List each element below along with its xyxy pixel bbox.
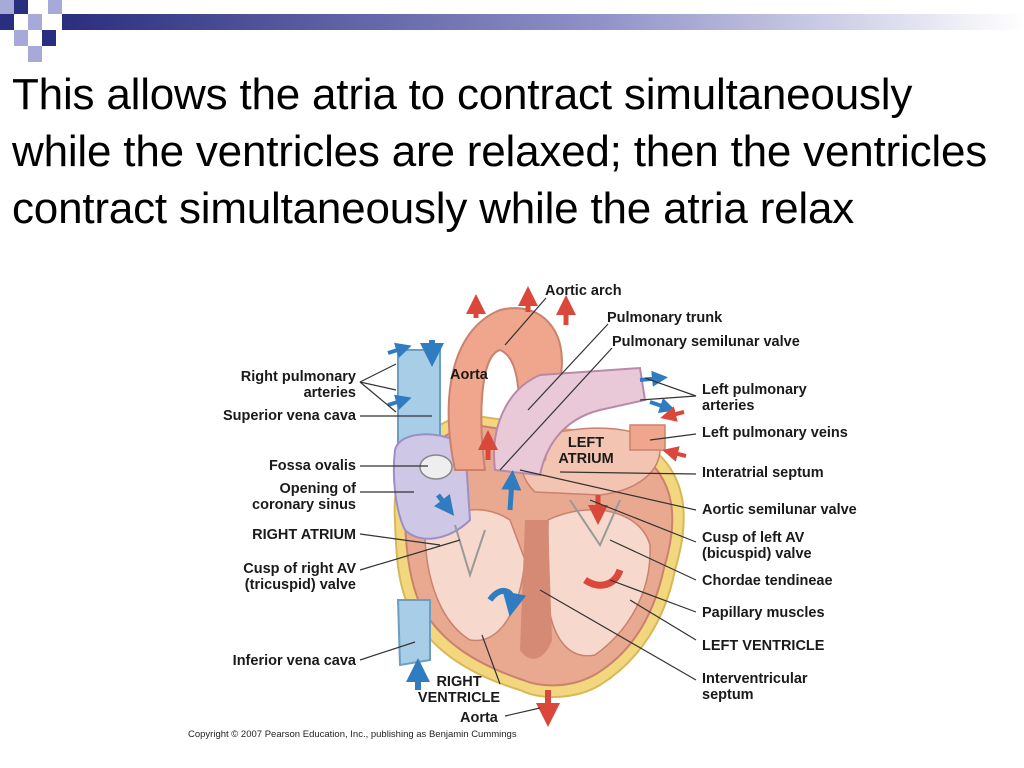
label-aortic-semilunar-valve: Aortic semilunar valve [702, 502, 857, 518]
label-papillary-muscles: Papillary muscles [702, 605, 825, 621]
header-square [48, 0, 62, 14]
label-cusp-right-av: Cusp of right AV (tricuspid) valve [243, 561, 356, 593]
flow-arrow-blue [649, 397, 676, 414]
label-right-ventricle: RIGHT VENTRICLE [417, 674, 501, 706]
left-papillary-shape [583, 568, 624, 589]
label-pulmonary-trunk: Pulmonary trunk [607, 310, 723, 326]
leader-lines [359, 297, 697, 717]
header-square [0, 0, 14, 14]
interventricular-septum [520, 520, 552, 659]
label-left-atrium: LEFT ATRIUM [558, 435, 614, 467]
flow-arrow-blue [433, 493, 455, 516]
fossa-ovalis-shape [419, 454, 453, 480]
leader-line [629, 599, 697, 641]
flow-arrow-red [660, 406, 685, 422]
left-pulmonary-vein [629, 424, 666, 451]
papillary-muscle-shape [487, 588, 527, 617]
leader-line [359, 381, 397, 391]
inferior-vena-cava [396, 599, 431, 667]
leader-line [649, 433, 697, 441]
leader-line [527, 323, 609, 411]
label-superior-vena-cava: Superior vena cava [223, 408, 356, 424]
leader-line [481, 634, 501, 685]
label-pulmonary-semilunar-valve: Pulmonary semilunar valve [612, 334, 800, 350]
bicuspid-valve-shape [569, 499, 621, 548]
leader-line [504, 297, 547, 346]
header-square [42, 30, 56, 46]
label-aorta-bottom: Aorta [460, 710, 498, 726]
label-fossa-ovalis: Fossa ovalis [268, 458, 356, 474]
label-left-ventricle: LEFT VENTRICLE [702, 638, 825, 654]
header-decoration [0, 0, 1024, 62]
label-right-pulmonary-arteries: Right pulmonary arteries [240, 369, 356, 401]
flow-arrow-blue [639, 370, 668, 387]
leader-line [359, 363, 397, 383]
leader-line [359, 533, 441, 546]
leader-line [504, 707, 541, 717]
header-square [0, 14, 14, 30]
leader-line [559, 471, 697, 475]
flow-arrow-blue [501, 470, 522, 511]
label-left-pulmonary-veins: Left pulmonary veins [702, 425, 848, 441]
copyright-notice: Copyright © 2007 Pearson Education, Inc.… [188, 729, 517, 740]
label-cusp-left-av: Cusp of left AV (bicuspid) valve [702, 530, 812, 562]
label-inferior-vena-cava: Inferior vena cava [232, 653, 356, 669]
pulmonary-trunk-vessel [493, 366, 647, 477]
heart-diagram [359, 286, 697, 727]
label-chordae-tendineae: Chordae tendineae [702, 573, 833, 589]
leader-line [639, 395, 697, 401]
label-aorta-top: Aorta [450, 367, 488, 383]
header-square [28, 14, 42, 30]
label-aortic-arch: Aortic arch [545, 283, 622, 299]
leader-line [359, 641, 416, 661]
flow-arrow-red [662, 446, 687, 462]
tricuspid-valve-shape [454, 524, 486, 579]
leader-line [539, 589, 697, 681]
leader-line [499, 347, 613, 471]
flow-arrow-blue [387, 394, 412, 411]
label-interatrial-septum: Interatrial septum [702, 465, 824, 481]
label-left-pulmonary-arteries: Left pulmonary arteries [702, 382, 807, 414]
flow-arrow-blue [387, 342, 412, 359]
leader-line [644, 377, 697, 397]
leader-line [609, 579, 697, 613]
leader-line [609, 539, 697, 581]
slide-headline: This allows the atria to contract simult… [12, 70, 988, 233]
header-square [28, 46, 42, 62]
header-square [14, 30, 28, 46]
label-opening-coronary-sinus: Opening of coronary sinus [252, 481, 356, 513]
header-gradient-bar [62, 14, 1024, 30]
header-square [14, 0, 28, 14]
leader-line [519, 469, 697, 511]
leader-line [589, 499, 697, 543]
label-interventricular-septum: Interventricular septum [702, 671, 808, 703]
leader-line [359, 381, 397, 413]
label-right-atrium: RIGHT ATRIUM [252, 527, 356, 543]
leader-line [359, 539, 461, 571]
